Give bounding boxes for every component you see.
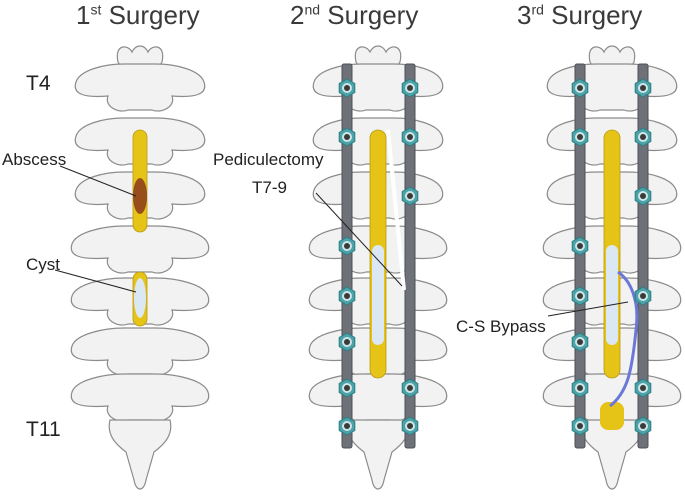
screw-center — [344, 293, 350, 299]
cyst-lesion — [134, 278, 146, 318]
sacral-tail — [108, 419, 172, 490]
title-number: 2 — [290, 0, 305, 30]
pedicle-screw — [571, 236, 589, 256]
screw-center — [407, 85, 413, 91]
pedicle-screw — [634, 78, 652, 98]
pedicle-screw — [338, 78, 356, 98]
rod-left — [341, 63, 353, 449]
screw-center — [344, 385, 350, 391]
screw-center — [407, 423, 413, 429]
title-word: Surgery — [108, 0, 200, 30]
title-second-surgery: 2nd Surgery — [290, 0, 418, 31]
cyst-cavity — [372, 245, 384, 345]
pedicle-screw — [338, 236, 356, 256]
screw-center — [640, 293, 646, 299]
screw-center — [344, 85, 350, 91]
label-pediculectomy: Pediculectomy — [213, 150, 324, 169]
pedicle-screw — [401, 127, 419, 147]
vertebra — [312, 63, 444, 112]
pedicle-screw — [634, 286, 652, 306]
pedicle-screw — [571, 378, 589, 398]
screw-center — [344, 243, 350, 249]
pedicle-screw — [338, 286, 356, 306]
title-suffix: st — [90, 1, 102, 18]
cs-bypass-shunt — [609, 270, 639, 408]
pedicle-screw — [338, 127, 356, 147]
screw-center — [640, 134, 646, 140]
laminectomy-gap — [386, 129, 406, 291]
screw-center — [640, 193, 646, 199]
cyst-cavity — [606, 245, 618, 345]
screw-center — [577, 423, 583, 429]
screw-center — [640, 85, 646, 91]
sacral-tail — [346, 419, 410, 490]
label-cs-bypass: C-S Bypass — [456, 317, 546, 336]
vertebra — [70, 225, 210, 274]
pedicle-screw — [401, 186, 419, 206]
bypass-pointer — [547, 301, 629, 317]
label-t11: T11 — [26, 418, 61, 441]
title-suffix: rd — [531, 1, 544, 18]
vertebra — [70, 327, 210, 376]
screw-center — [577, 134, 583, 140]
abscess-pointer — [59, 165, 137, 197]
label-cyst: Cyst — [26, 255, 60, 274]
pedicle-screw — [338, 416, 356, 436]
label-abscess: Abscess — [2, 150, 67, 169]
pedicle-screw — [571, 78, 589, 98]
abscess-lesion — [133, 178, 147, 214]
label-t4: T4 — [26, 72, 51, 95]
spine-first-surgery — [70, 45, 210, 490]
screw-center — [577, 85, 583, 91]
pedicle-screw — [634, 186, 652, 206]
screw-center — [344, 423, 350, 429]
screw-center — [577, 243, 583, 249]
pedicle-screw — [571, 127, 589, 147]
title-number: 3 — [517, 0, 532, 30]
vertebra — [308, 373, 448, 422]
title-first-surgery: 1st Surgery — [76, 0, 200, 31]
title-word: Surgery — [551, 0, 643, 30]
label-t7-9: T7-9 — [252, 178, 287, 197]
pedicle-screw — [338, 332, 356, 352]
pedicle-screw — [571, 332, 589, 352]
screw-center — [344, 134, 350, 140]
sacral-tail — [580, 419, 644, 490]
pedicle-screw — [634, 378, 652, 398]
screw-center — [640, 423, 646, 429]
pedicle-screw — [401, 78, 419, 98]
screw-center — [640, 385, 646, 391]
rod-right — [404, 63, 416, 449]
title-number: 1 — [76, 0, 91, 30]
pedicle-screw — [571, 416, 589, 436]
pediculectomy-pointer — [315, 192, 403, 287]
lower-canal — [600, 402, 624, 430]
pedicle-screw — [634, 127, 652, 147]
title-third-surgery: 3rd Surgery — [517, 0, 642, 31]
rod-right — [637, 63, 649, 449]
pedicle-screw — [338, 378, 356, 398]
vertebra — [70, 373, 210, 422]
title-suffix: nd — [304, 1, 321, 18]
screw-center — [407, 134, 413, 140]
pedicle-screw — [401, 416, 419, 436]
screw-center — [577, 293, 583, 299]
screw-center — [407, 385, 413, 391]
pedicle-screw — [401, 378, 419, 398]
screw-center — [344, 339, 350, 345]
rod-left — [574, 63, 586, 449]
vertebra — [74, 63, 206, 112]
screw-center — [577, 385, 583, 391]
screw-center — [577, 339, 583, 345]
pedicle-screw — [634, 416, 652, 436]
title-word: Surgery — [327, 0, 419, 30]
cyst-pointer — [54, 269, 137, 293]
vertebra — [546, 63, 678, 112]
pedicle-screw — [571, 286, 589, 306]
screw-center — [407, 193, 413, 199]
